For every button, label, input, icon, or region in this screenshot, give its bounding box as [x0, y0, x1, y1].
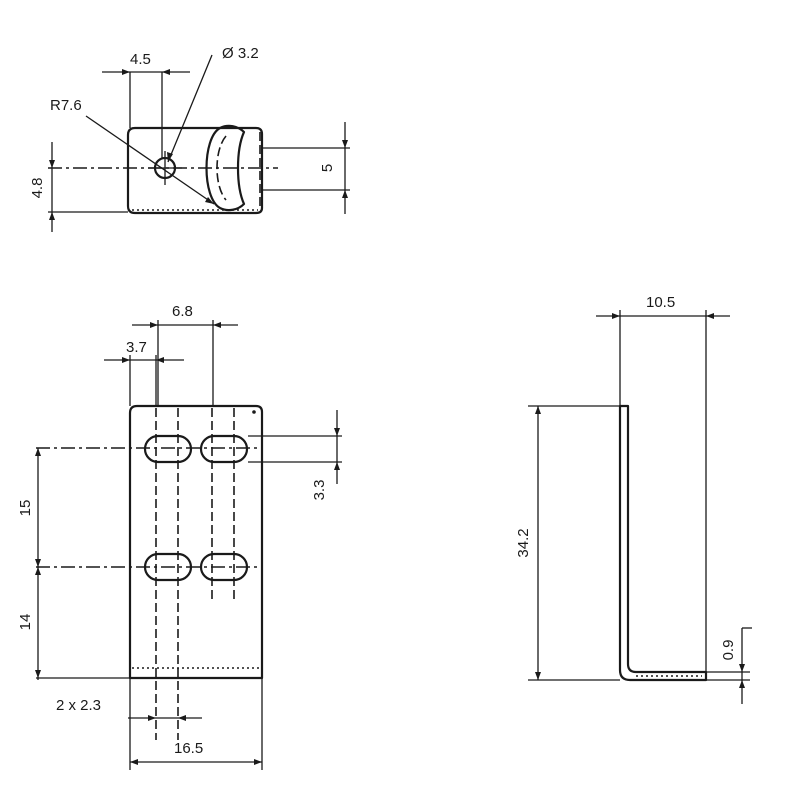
side-view-profile	[618, 404, 708, 682]
arrow	[148, 715, 156, 721]
arrow	[49, 160, 55, 168]
hole-diameter-label: Ø 3.2	[222, 45, 259, 62]
arrow	[342, 190, 348, 198]
arrow	[122, 69, 130, 75]
slot-upper-left	[143, 434, 193, 464]
hole-leader	[167, 54, 213, 163]
arrow	[342, 140, 348, 148]
thickness-label: 0.9	[720, 640, 737, 661]
front-view-outline	[128, 404, 264, 680]
arrow	[122, 357, 130, 363]
front-view: 6.8 3.7 3.3 15 14 2 x 2.3	[17, 303, 342, 770]
arrow	[178, 715, 186, 721]
top-right-height-label: 5	[319, 164, 336, 172]
top-width-label: 4.5	[130, 51, 151, 68]
arrow	[535, 406, 541, 414]
radius-label: R7.6	[50, 97, 82, 114]
arrow	[334, 462, 340, 470]
slot-width-label: 2 x 2.3	[56, 697, 101, 714]
arrow	[167, 152, 173, 162]
arrow	[49, 212, 55, 220]
top-view-outline	[126, 126, 264, 215]
arrow	[205, 197, 214, 204]
upper-pitch-label: 15	[17, 500, 34, 517]
slot-spacing-label: 6.8	[172, 303, 193, 320]
arrow	[35, 670, 41, 678]
arrow	[162, 69, 170, 75]
slot-height-label: 3.3	[311, 480, 328, 501]
lower-pitch-label: 14	[17, 614, 34, 631]
arrow	[706, 313, 714, 319]
top-view: 4.5 Ø 3.2 R7.6 4.8 5	[29, 45, 350, 232]
arrow	[535, 672, 541, 680]
top-left-height-label: 4.8	[29, 178, 46, 199]
arrow	[334, 428, 340, 436]
curved-slot	[205, 124, 246, 212]
height-label: 34.2	[515, 528, 532, 557]
arrow	[739, 664, 745, 672]
radius-leader	[85, 115, 215, 205]
arrow	[213, 322, 221, 328]
total-width-label: 16.5	[174, 740, 203, 757]
arrow	[254, 759, 262, 765]
corner-mark	[252, 410, 256, 414]
slot-upper-right	[199, 434, 249, 464]
arrow	[612, 313, 620, 319]
depth-label: 10.5	[646, 294, 675, 311]
side-view: 10.5 34.2 0.9	[515, 294, 752, 704]
arrow	[156, 357, 164, 363]
arrow	[35, 567, 41, 575]
arrow	[739, 680, 745, 688]
arrow	[150, 322, 158, 328]
slot-offset-label: 3.7	[126, 339, 147, 356]
arrow	[35, 448, 41, 456]
arrow	[130, 759, 138, 765]
arrow	[35, 559, 41, 567]
